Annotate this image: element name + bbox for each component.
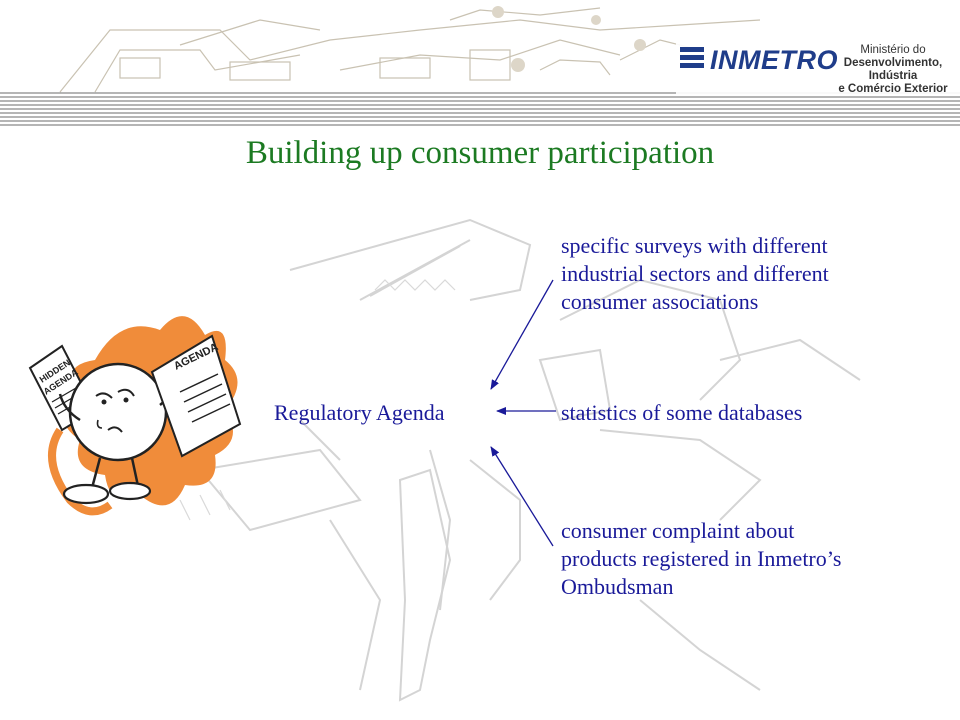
header-building-sketch <box>0 0 960 130</box>
source-surveys-line-2: industrial sectors and different <box>561 261 829 286</box>
regulatory-agenda-node: Regulatory Agenda <box>274 400 445 425</box>
source-complaints-line-3: Ombudsman <box>561 574 674 599</box>
source-surveys-line-1: specific surveys with different <box>561 233 828 258</box>
ministry-line-2: Desenvolvimento, Indústria <box>843 57 943 82</box>
slide-title: Building up consumer participation <box>245 135 715 171</box>
inmetro-logo: INMETRO <box>710 45 838 75</box>
arrow-complaints-to-agenda <box>490 446 554 547</box>
source-statistics-line-1: statistics of some databases <box>561 400 803 425</box>
source-surveys: specific surveys with different industri… <box>561 232 829 316</box>
ministry-line-3: e Comércio Exterior <box>838 83 948 95</box>
ministry-line-1: Ministério do <box>860 44 926 56</box>
arrow-surveys-to-agenda <box>490 279 554 390</box>
source-complaints: consumer complaint about products regist… <box>561 517 841 601</box>
source-complaints-line-2: products registered in Inmetro’s <box>561 546 842 571</box>
source-surveys-line-3: consumer associations <box>561 289 759 314</box>
source-complaints-line-1: consumer complaint about <box>561 518 795 543</box>
character-body <box>58 362 182 505</box>
paper-right: AGENDA <box>150 334 242 458</box>
ministry-label: Ministério do Desenvolvimento, Indústria… <box>826 44 960 96</box>
source-statistics: statistics of some databases <box>561 399 802 427</box>
